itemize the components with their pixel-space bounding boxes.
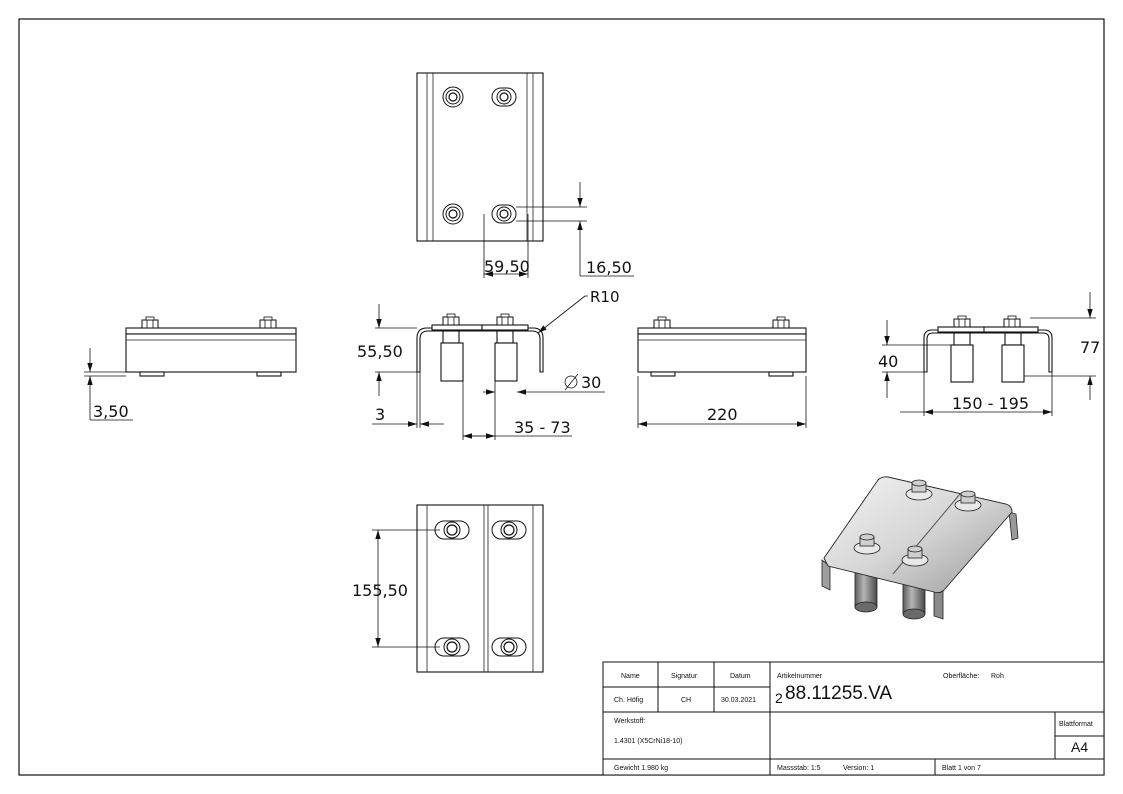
title-material-value: 1.4301 (X5CrNi18-10) [614,738,682,745]
dim-top-slot-spacing: 59,50 [484,257,530,276]
title-scale: Massstab: 1:5 [777,765,821,772]
dim-roller-diameter: 30 [581,373,601,392]
left-side-view: 3,50 [84,316,297,421]
title-material-label: Werkstoff: [614,718,645,725]
drawing-frame [18,18,1105,776]
title-article-number: 88.11255.VA [785,683,892,704]
title-surface-label: Oberfläche: [943,673,979,680]
title-date-label: Datum [730,673,751,680]
dim-radius: R10 [590,288,620,306]
bottom-view: 155,50 [352,504,544,673]
title-block: Name Signatur Datum Ch. Höfig CH 30.03.2… [602,661,1105,776]
title-name-label: Name [621,673,640,680]
title-article-prefix: 2 [775,690,783,706]
right-view: 40 77 150 - 195 [878,292,1100,416]
isometric-view [821,476,1019,620]
front-view: 55,50 3 35 - 73 30 R10 [357,288,620,440]
dim-inner-height: 40 [878,352,898,371]
title-weight: Gewicht 1.980 kg [614,765,668,772]
title-signature-label: Signatur [671,673,698,680]
title-name-value: Ch. Höfig [614,697,643,704]
title-version: Version: 1 [843,765,874,772]
title-surface-value: Roh [991,673,1004,680]
side-view-length: 220 [637,316,807,428]
title-date-value: 30.03.2021 [721,697,756,704]
title-article-label: Artikelnummer [777,673,823,680]
dim-overall-height: 77 [1080,338,1100,357]
dim-width-range: 150 - 195 [952,394,1029,413]
dim-top-slot-offset: 16,50 [586,258,632,277]
title-signature-value: CH [681,697,691,704]
title-sheet: Blatt 1 von 7 [942,765,981,772]
dim-wall-thickness: 3 [375,405,385,424]
dim-plate-thickness: 3,50 [93,402,129,421]
title-format-value: A4 [1071,739,1088,755]
dim-roller-spacing: 35 - 73 [514,418,571,437]
dim-bottom-hole-spacing: 155,50 [352,581,408,600]
dim-length: 220 [707,405,738,424]
dim-flange-height: 55,50 [357,342,403,361]
title-format-label: Blattformat [1059,721,1093,728]
top-view: 59,50 16,50 [416,72,634,278]
